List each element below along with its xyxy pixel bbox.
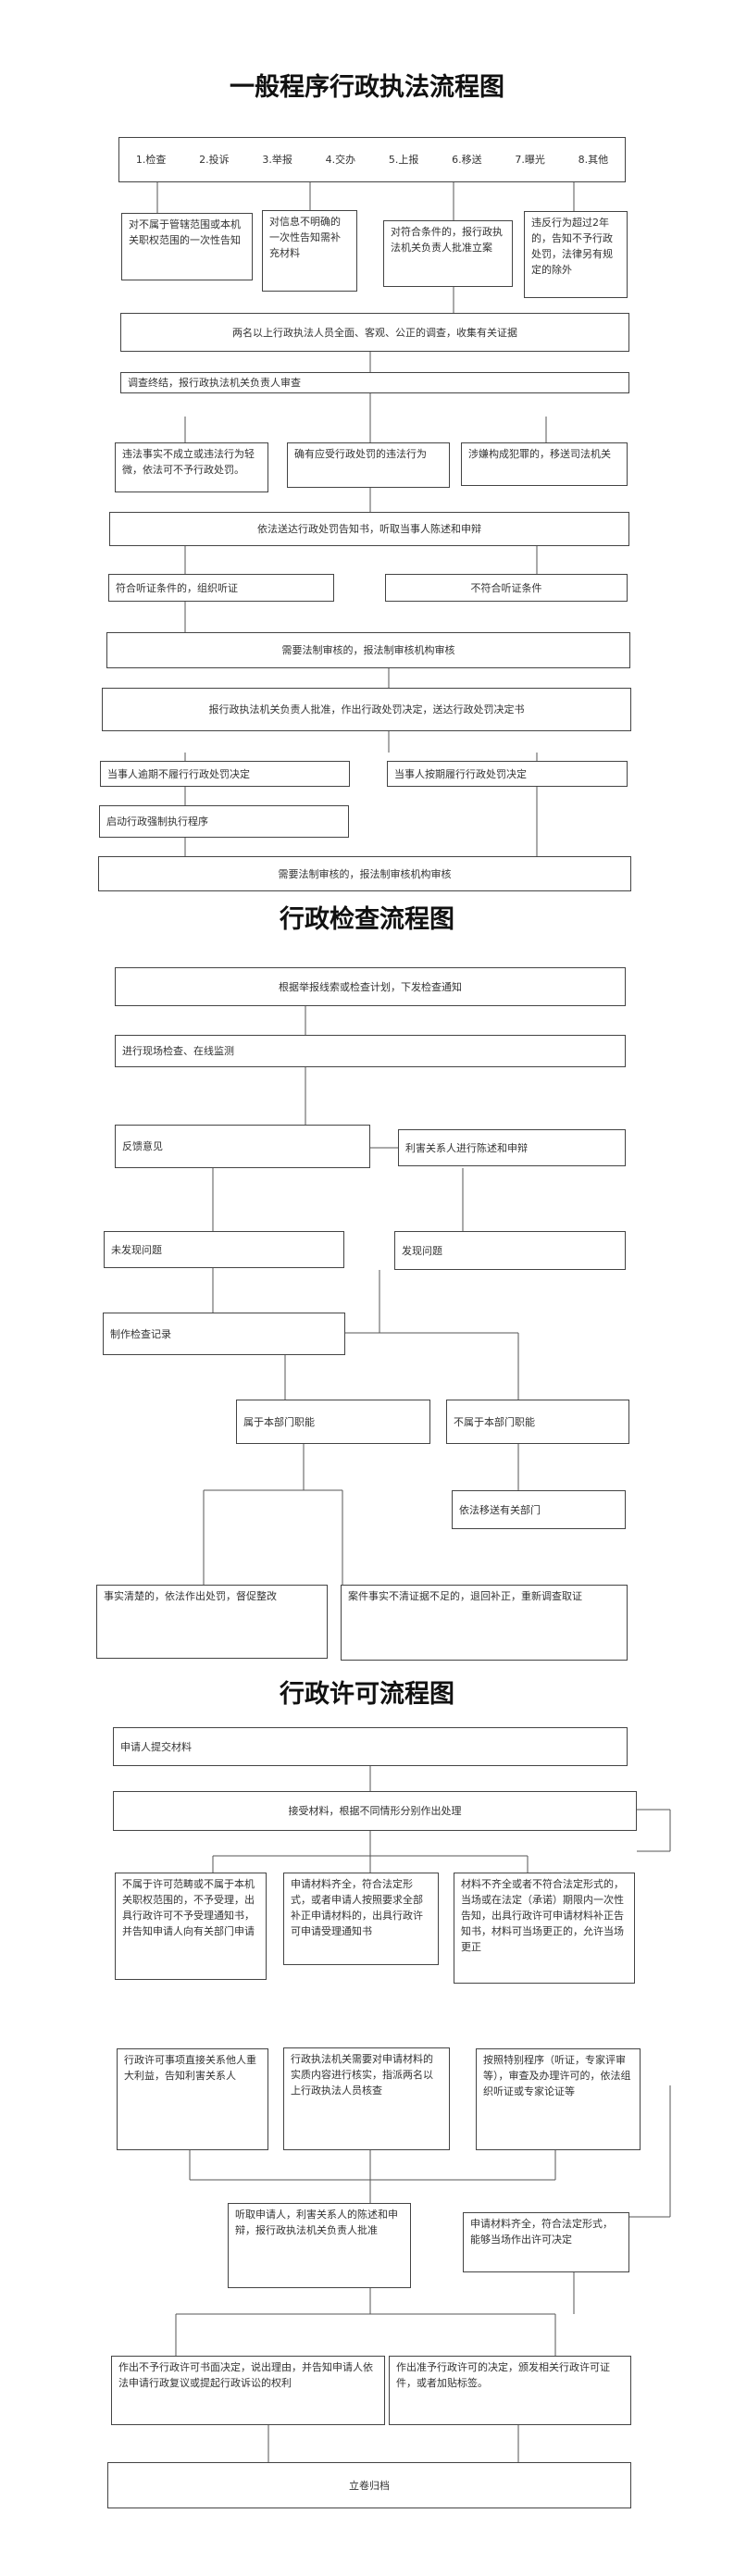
source-item: 5.上报 — [388, 154, 419, 166]
investigation-end-node: 调查终结，报行政执法机关负责人审查 — [120, 372, 629, 393]
no-penalty-node: 违法事实不成立或违法行为轻微，依法可不予行政处罚。 — [115, 442, 268, 492]
archive-node: 立卷归档 — [107, 2462, 631, 2508]
source-item: 6.移送 — [452, 154, 482, 166]
source-item: 1.检查 — [135, 154, 167, 166]
file-case-node: 对符合条件的，报行政执法机关负责人批准立案 — [383, 220, 513, 287]
verification-node: 行政执法机关需要对申请材料的实质内容进行核实，指派两名以上行政执法人员核查 — [283, 2047, 450, 2150]
penalty-decision-node: 报行政执法机关负责人批准，作出行政处罚决定，送达行政处罚决定书 — [102, 688, 631, 731]
accept-materials-node: 接受材料，根据不同情形分别作出处理 — [113, 1791, 637, 1831]
source-item: 7.曝光 — [515, 154, 545, 166]
source-item: 2.投诉 — [199, 154, 230, 166]
no-jurisdiction-node: 对不属于管辖范围或本机关职权范围的一次性告知 — [121, 213, 253, 280]
major-interest-node: 行政许可事项直接关系他人重大利益，告知利害关系人 — [117, 2048, 268, 2150]
grant-license-node: 作出准予行政许可的决定，颁发相关行政许可证件，或者加贴标签。 — [389, 2356, 631, 2425]
not-accepted-node: 不属于许可范畴或不属于本机关职权范围的，不予受理，出具行政许可不予受理通知书，并… — [115, 1873, 267, 1980]
unclear-facts-node: 案件事实不清证据不足的，退回补正，重新调查取证 — [341, 1585, 628, 1661]
source-item: 4.交办 — [325, 154, 356, 166]
case-source-box: 1.检查 2.投诉 3.举报 4.交办 5.上报 6.移送 7.曝光 8.其他 — [118, 137, 626, 182]
section1-title: 一般程序行政执法流程图 — [230, 73, 504, 102]
problem-found-node: 发现问题 — [394, 1231, 626, 1270]
investigation-node: 两名以上行政执法人员全面、客观、公正的调查，收集有关证据 — [120, 313, 629, 352]
clear-facts-node: 事实清楚的，依法作出处罚，督促整改 — [96, 1585, 328, 1659]
correction-node: 材料不齐全或者不符合法定形式的，当场或在法定（承诺）期限内一次性告知，出具行政许… — [454, 1873, 635, 1984]
accepted-node: 申请材料齐全，符合法定形式，或者申请人按照要求全部补正申请材料的，出具行政许可申… — [283, 1873, 439, 1965]
feedback-node: 反馈意见 — [115, 1125, 370, 1168]
time-limit-node: 违反行为超过2年的，告知不予行政处罚，法律另有规定的除外 — [524, 211, 628, 298]
in-scope-node: 属于本部门职能 — [236, 1400, 430, 1444]
submit-materials-node: 申请人提交材料 — [113, 1727, 628, 1766]
onsite-inspection-node: 进行现场检查、在线监测 — [115, 1035, 626, 1067]
penalty-node: 确有应受行政处罚的违法行为 — [287, 442, 450, 488]
inspection-notice-node: 根据举报线索或检查计划，下发检查通知 — [115, 967, 626, 1006]
source-item: 3.举报 — [262, 154, 292, 166]
section2-title: 行政检查流程图 — [280, 905, 454, 934]
statement-node: 利害关系人进行陈述和申辩 — [398, 1129, 626, 1166]
source-item: 8.其他 — [578, 154, 609, 166]
enforcement-node: 启动行政强制执行程序 — [99, 805, 349, 838]
deny-license-node: 作出不予行政许可书面决定，说出理由，并告知申请人依法申请行政复议或提起行政诉讼的… — [111, 2356, 385, 2425]
on-time-node: 当事人按期履行行政处罚决定 — [387, 761, 628, 787]
inspection-record-node: 制作检查记录 — [103, 1313, 345, 1355]
transfer-node: 依法移送有关部门 — [452, 1490, 626, 1529]
no-problem-node: 未发现问题 — [104, 1231, 344, 1268]
penalty-notice-node: 依法送达行政处罚告知书，听取当事人陈述和申辩 — [109, 512, 629, 546]
out-of-scope-node: 不属于本部门职能 — [446, 1400, 629, 1444]
legal-review-node: 需要法制审核的，报法制审核机构审核 — [106, 632, 630, 668]
special-procedure-node: 按照特别程序（听证，专家评审等），审查及办理许可的，依法组织听证或专家论证等 — [476, 2048, 641, 2150]
hearing-statement-node: 听取申请人，利害关系人的陈述和申辩，报行政执法机关负责人批准 — [228, 2203, 411, 2288]
incomplete-info-node: 对信息不明确的一次性告知需补充材料 — [262, 210, 357, 292]
section3-title: 行政许可流程图 — [280, 1680, 454, 1709]
overdue-node: 当事人逾期不履行行政处罚决定 — [100, 761, 350, 787]
legal-review-node-2: 需要法制审核的，报法制审核机构审核 — [98, 856, 631, 891]
hearing-ineligible-node: 不符合听证条件 — [385, 574, 628, 602]
hearing-eligible-node: 符合听证条件的，组织听证 — [108, 574, 334, 602]
criminal-transfer-node: 涉嫌构成犯罪的，移送司法机关 — [461, 442, 628, 486]
onsite-decision-node: 申请材料齐全，符合法定形式，能够当场作出许可决定 — [463, 2212, 629, 2272]
